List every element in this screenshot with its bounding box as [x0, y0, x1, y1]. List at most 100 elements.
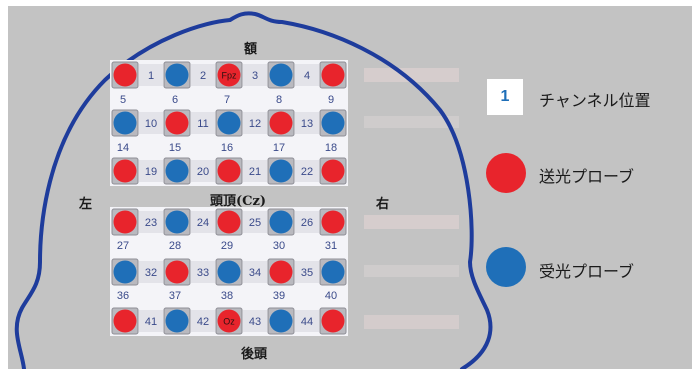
front-channel-number: 8 [276, 94, 282, 106]
back-emitter-probe [165, 260, 189, 284]
legend-channel-swatch: 1 [487, 79, 523, 115]
back-channel-number: 40 [325, 290, 337, 302]
front-detector-probe [165, 159, 189, 183]
legend-emitter-label: 送光プローブ [539, 167, 635, 186]
front-channel-cell [191, 160, 215, 182]
back-detector-probe [165, 309, 189, 333]
front-channel-number: 7 [224, 94, 230, 106]
back-channel-number: 33 [197, 267, 209, 279]
back-channel-cell [243, 310, 267, 332]
back-channel-cell [139, 310, 163, 332]
front-channel-number: 11 [197, 118, 208, 130]
back-channel-number: 43 [249, 316, 261, 328]
back-channel-number: 29 [221, 240, 233, 252]
back-channel-cell [139, 211, 163, 233]
front-channel-cell [243, 64, 267, 86]
back-emitter-probe [321, 210, 345, 234]
legend-emitter-dot [486, 153, 526, 193]
front-detector-probe [269, 63, 293, 87]
front-channel-cell [191, 112, 215, 134]
legend-detector-label: 受光プローブ [539, 262, 635, 281]
front-channel-cell [139, 64, 163, 86]
front-channel-number: 2 [200, 70, 206, 82]
front-channel-cell [191, 64, 215, 86]
back-channel-number: 28 [169, 240, 181, 252]
front-channel-number: 3 [252, 70, 258, 82]
back-detector-probe [113, 260, 137, 284]
back-channel-cell [191, 310, 215, 332]
back-channel-cell [139, 261, 163, 283]
front-channel-number: 4 [304, 70, 310, 82]
back-emitter-probe [217, 309, 241, 333]
front-emitter-probe [217, 159, 241, 183]
back-channel-number: 26 [301, 217, 313, 229]
front-channel-number: 6 [172, 94, 178, 106]
front-channel-number: 22 [301, 166, 313, 178]
front-channel-number: 14 [117, 142, 129, 154]
back-channel-number: 42 [197, 316, 209, 328]
back-channel-number: 39 [273, 290, 285, 302]
right-label: 右 [376, 197, 390, 212]
front-channel-cell [295, 160, 319, 182]
back-detector-probe [217, 260, 241, 284]
front-channel-cell [295, 64, 319, 86]
front-probe-label: Fpz [221, 71, 237, 81]
front-emitter-probe [113, 159, 137, 183]
back-emitter-probe [269, 260, 293, 284]
front-channel-number: 15 [169, 142, 181, 154]
front-channel-number: 9 [328, 94, 334, 106]
back-channel-number: 38 [221, 290, 233, 302]
front-channel-number: 13 [301, 118, 313, 130]
front-detector-probe [321, 111, 345, 135]
legend-channel-label: チャンネル位置 [539, 91, 651, 110]
front-detector-probe [165, 63, 189, 87]
front-emitter-probe [217, 63, 241, 87]
back-channel-number: 34 [249, 267, 261, 279]
legend-detector-dot [486, 247, 526, 287]
back-channel-number: 44 [301, 316, 313, 328]
front-emitter-probe [321, 63, 345, 87]
back-channel-number: 25 [249, 217, 261, 229]
back-channel-number: 27 [117, 240, 129, 252]
front-emitter-probe [165, 111, 189, 135]
highlight-streaks [364, 68, 459, 329]
front-channel-cell [295, 112, 319, 134]
back-emitter-probe [217, 210, 241, 234]
back-channel-number: 23 [145, 217, 157, 229]
front-emitter-probe [321, 159, 345, 183]
front-channel-number: 18 [325, 142, 337, 154]
front-label: 額 [244, 42, 258, 57]
front-channel-number: 10 [145, 118, 157, 130]
front-channel-number: 5 [120, 94, 126, 106]
back-channel-number: 37 [169, 290, 181, 302]
back-detector-probe [321, 260, 345, 284]
front-channel-cell [139, 160, 163, 182]
front-emitter-probe [113, 63, 137, 87]
front-channel-number: 21 [249, 166, 261, 178]
front-detector-probe [269, 159, 293, 183]
front-detector-probe [113, 111, 137, 135]
left-label: 左 [79, 197, 93, 212]
back-channel-cell [295, 310, 319, 332]
back-channel-cell [191, 261, 215, 283]
back-emitter-probe [321, 309, 345, 333]
back-channel-cell [243, 261, 267, 283]
back-channel-number: 30 [273, 240, 285, 252]
front-channel-number: 1 [148, 70, 154, 82]
front-channel-cell [139, 112, 163, 134]
back-channel-cell [295, 211, 319, 233]
back-emitter-probe [113, 210, 137, 234]
back-channel-number: 35 [301, 267, 313, 279]
front-channel-number: 20 [197, 166, 209, 178]
front-emitter-probe [269, 111, 293, 135]
front-channel-cell [243, 160, 267, 182]
front-channel-number: 17 [273, 142, 285, 154]
back-detector-probe [269, 210, 293, 234]
front-channel-number: 19 [145, 166, 157, 178]
occipital-label: 後頭 [241, 347, 268, 362]
back-channel-number: 24 [197, 217, 209, 229]
back-channel-number: 31 [325, 240, 337, 252]
